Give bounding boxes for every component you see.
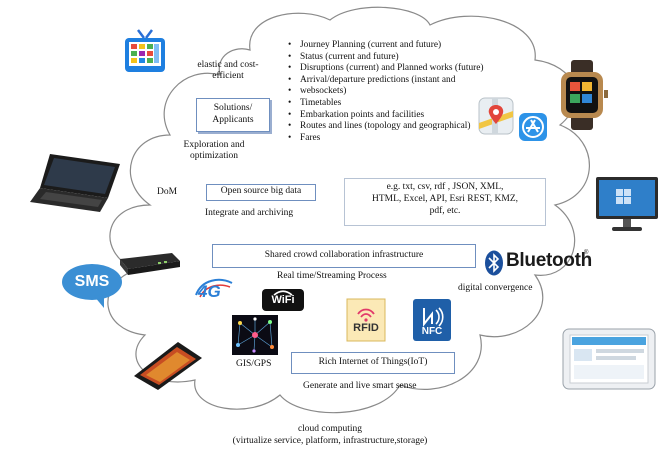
exploration-note: Exploration and optimization: [183, 140, 245, 161]
open-source-box: Open source big data: [206, 184, 316, 201]
list-item: Disruptions (current) and Planned works …: [286, 63, 484, 75]
iot-box: Rich Internet of Things(IoT): [291, 352, 455, 374]
cloud-computing-detail: (virtualize service, platform, infrastru…: [232, 436, 428, 446]
solutions-box-label: Solutions/ Applicants: [212, 103, 254, 125]
list-item-continuation: websockets): [286, 86, 484, 98]
iot-box-label: Rich Internet of Things(IoT): [318, 357, 428, 367]
fourg-label: 4G: [198, 282, 221, 301]
services-bullet-list: Journey Planning (current and future) St…: [286, 40, 484, 144]
list-item: Arrival/departure predictions (instant a…: [286, 75, 484, 87]
network-graph-icon: [232, 315, 278, 355]
tv-icon: [122, 28, 168, 76]
solutions-box: Solutions/ Applicants: [196, 98, 270, 132]
rfid-icon: RFID: [346, 298, 386, 342]
list-item: Fares: [286, 133, 484, 145]
wifi-label: WiFi: [271, 294, 295, 306]
dom-label: DoM: [157, 187, 178, 197]
list-item: Status (current and future): [286, 52, 484, 64]
crowd-infrastructure-box: Shared crowd collaboration infrastructur…: [212, 244, 476, 268]
sms-icon: SMS: [60, 262, 124, 308]
list-item: Timetables: [286, 98, 484, 110]
tablet-device-icon: [562, 327, 658, 391]
nfc-label: NFC: [421, 326, 443, 337]
modem-icon: [118, 251, 182, 275]
smartwatch-icon: [555, 60, 611, 130]
generate-label: Generate and live smart sense: [303, 381, 417, 391]
app-store-icon: [518, 112, 548, 142]
crowd-infrastructure-label: Shared crowd collaboration infrastructur…: [264, 250, 424, 260]
registered-mark: ®: [584, 250, 589, 256]
nfc-icon: NFC: [412, 298, 452, 342]
wifi-icon: WiFi: [262, 289, 304, 311]
cloud-computing-label: cloud computing: [297, 424, 363, 434]
integrate-label: Integrate and archiving: [205, 208, 294, 218]
laptop-icon: [28, 150, 128, 220]
formats-line-1: e.g. txt, csv, rdf , JSON, XML,: [386, 182, 504, 192]
gis-gps-label: GIS/GPS: [236, 359, 272, 369]
formats-line-2: HTML, Excel, API, Esri REST, KMZ,: [371, 194, 518, 204]
open-source-box-label: Open source big data: [220, 186, 302, 196]
bluetooth-icon: [484, 250, 504, 276]
monitor-icon: [594, 175, 660, 235]
sms-label: SMS: [74, 273, 110, 290]
tablet-icon: [132, 340, 204, 392]
list-item: Embarkation points and facilities: [286, 110, 484, 122]
maps-app-icon: [478, 97, 514, 135]
elastic-note: elastic and cost- efficient: [197, 60, 259, 81]
formats-line-3: pdf, etc.: [429, 206, 461, 216]
bluetooth-wordmark: Bluetooth: [506, 250, 592, 271]
formats-box: e.g. txt, csv, rdf , JSON, XML, HTML, Ex…: [344, 178, 546, 226]
digital-convergence-label: digital convergence: [458, 283, 533, 293]
realtime-label: Real time/Streaming Process: [277, 271, 387, 281]
list-item: Routes and lines (topology and geographi…: [286, 121, 484, 133]
rfid-label: RFID: [353, 322, 379, 334]
fourg-icon: 4G: [192, 277, 236, 301]
list-item: Journey Planning (current and future): [286, 40, 484, 52]
